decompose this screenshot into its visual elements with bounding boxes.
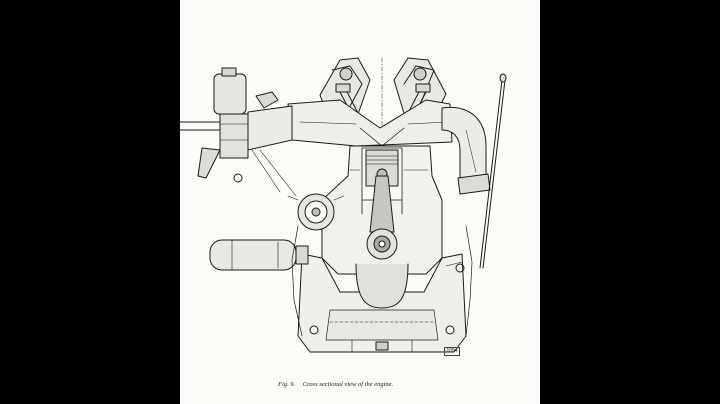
carburettor-assembly [180, 67, 297, 197]
book-page: Fig. 9. Cross sectional view of the engi… [180, 0, 540, 404]
distributor-gear [287, 193, 345, 231]
plate-number: 1094 [444, 347, 461, 356]
housing-edge [291, 225, 303, 337]
figure-caption: Fig. 9. Cross sectional view of the engi… [278, 381, 393, 388]
crankcase [297, 253, 467, 353]
figure-number: Fig. 9. [278, 381, 296, 388]
dipstick [479, 73, 507, 269]
connecting-rod [366, 175, 398, 260]
cylinder-head [287, 99, 453, 147]
crank-web [355, 263, 409, 309]
oil-sump [325, 309, 439, 341]
carburettor-body [219, 113, 249, 159]
exhaust-manifold [441, 106, 491, 195]
float-chamber [213, 73, 247, 115]
caption-text: Cross sectional view of the engine. [302, 381, 394, 388]
engine-cross-section-drawing [180, 57, 507, 353]
starter-motor [209, 239, 309, 271]
inlet-manifold [247, 105, 293, 151]
